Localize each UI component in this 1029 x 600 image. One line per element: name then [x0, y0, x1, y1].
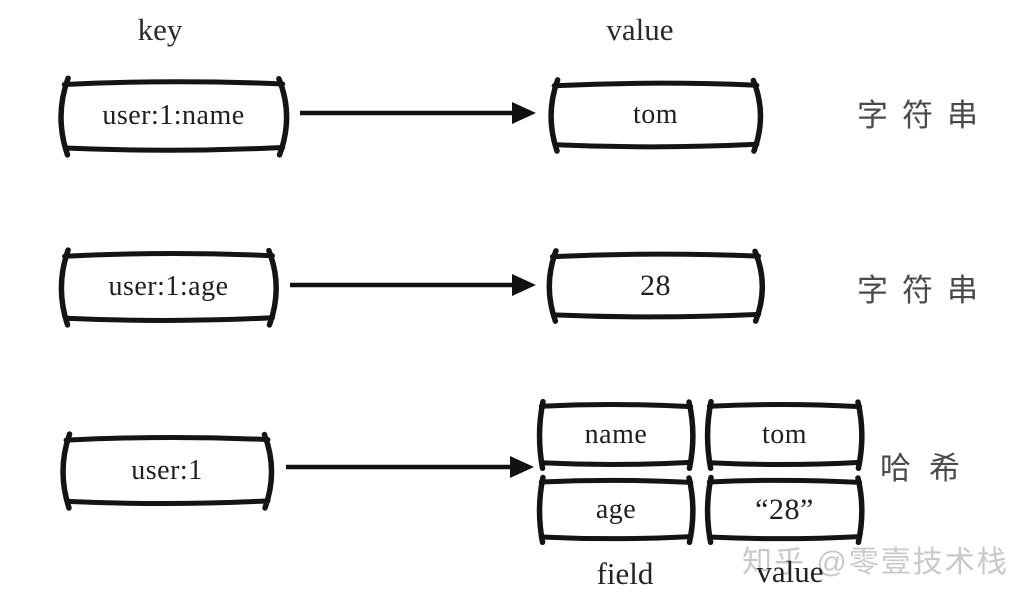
- watermark: 知乎 @零壹技术栈: [742, 546, 1009, 579]
- value-text: 28: [640, 268, 671, 302]
- key-box-user-1: user:1: [51, 430, 283, 511]
- value-box-tom: tom: [539, 76, 772, 154]
- value-box-28: 28: [537, 247, 774, 324]
- column-header-key: key: [137, 12, 183, 47]
- key-text: user:1: [131, 454, 203, 486]
- column-header-value: value: [606, 12, 674, 47]
- sketch-box-outline-icon: [537, 247, 774, 324]
- key-box-user-1-age: user:1:age: [49, 246, 288, 328]
- arrow-icon: [286, 456, 534, 478]
- sketch-box-outline-icon: [48, 74, 299, 158]
- sketch-box-outline-icon: [533, 398, 699, 471]
- sketch-box-outline-icon: [539, 76, 772, 154]
- sketch-box-outline-icon: [701, 398, 868, 471]
- hash-cell-field-age: age: [533, 474, 699, 545]
- key-box-user-1-name: user:1:name: [48, 74, 299, 158]
- type-label-string-1: 字符串: [857, 98, 992, 133]
- hash-value-text: “28”: [755, 492, 814, 526]
- type-label-string-2: 字符串: [857, 273, 992, 308]
- sketch-box-outline-icon: [533, 474, 699, 545]
- value-text: tom: [632, 99, 679, 130]
- hash-cell-value-28: “28”: [701, 474, 868, 545]
- sketch-box-outline-icon: [51, 430, 283, 511]
- hash-cell-field-name: name: [533, 398, 699, 471]
- hash-value-text: tom: [761, 418, 808, 450]
- hash-value-label: value: [756, 554, 824, 589]
- arrow-icon: [290, 274, 536, 296]
- sketch-box-outline-icon: [701, 474, 868, 545]
- key-text: user:1:name: [102, 100, 245, 131]
- hash-field-label: field: [596, 556, 654, 591]
- type-label-hash: 哈希: [880, 451, 978, 486]
- hash-cell-value-tom: tom: [701, 398, 868, 471]
- arrow-icon: [300, 102, 536, 124]
- key-text: user:1:age: [108, 271, 229, 302]
- hash-field-text: name: [584, 418, 648, 450]
- sketch-box-outline-icon: [49, 246, 288, 328]
- hash-field-text: age: [595, 493, 637, 525]
